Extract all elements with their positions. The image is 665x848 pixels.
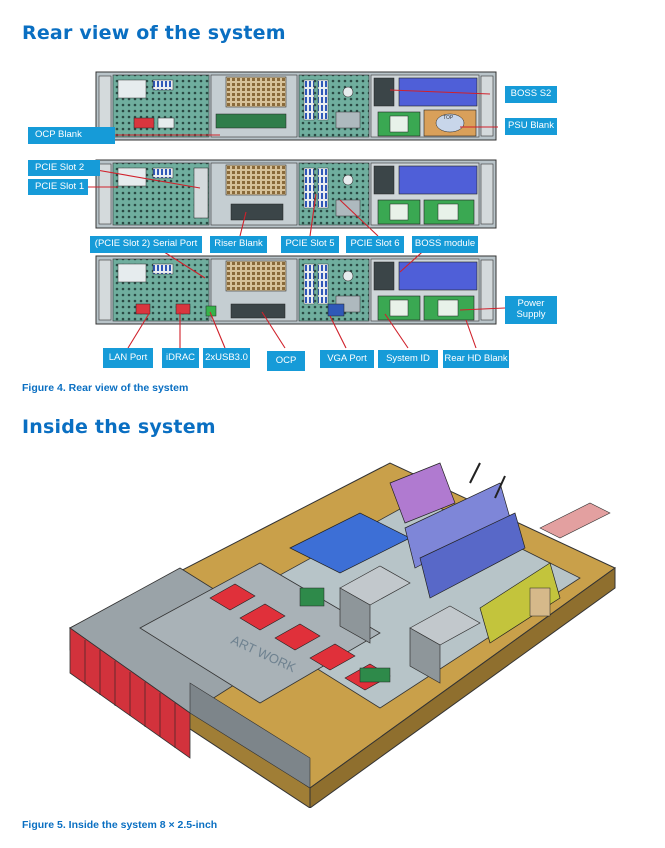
label-psu-blank: PSU Blank [505,118,557,135]
label-lan-port: LAN Port [103,348,153,368]
label-ocp: OCP [267,351,305,371]
label-boss-module: BOSS module [412,236,478,253]
top-marking: TOP [443,115,454,121]
figure-5-caption: Figure 5. Inside the system 8 × 2.5-inch [22,819,218,831]
rear-view-heading: Rear view of the system [22,22,286,44]
inside-system-illustration: ART WORK [69,462,616,808]
figure-4-caption: Figure 4. Rear view of the system [22,382,189,394]
rear-view-diagram: TOP [84,71,506,349]
label-pcie-slot-6: PCIE Slot 6 [346,236,404,253]
label-system-id: System ID [378,350,438,368]
label-boss-s2: BOSS S2 [505,86,557,103]
inside-system-heading: Inside the system [22,416,216,438]
label-riser-blank: Riser Blank [210,236,267,253]
label-pcie-slot-2: PCIE Slot 2 [28,160,100,176]
label-serial-port: (PCIE Slot 2) Serial Port [90,236,202,253]
label-power-supply: Power Supply [505,296,557,324]
label-vga-port: VGA Port [320,350,374,368]
label-ocp-blank: OCP Blank [28,127,115,144]
label-idrac: iDRAC [162,348,199,368]
label-rear-hd-blank: Rear HD Blank [443,350,509,368]
label-pcie-slot-5: PCIE Slot 5 [281,236,339,253]
callout-leaders [84,89,506,349]
label-usb: 2xUSB3.0 [203,348,250,368]
label-pcie-slot-1: PCIE Slot 1 [28,179,88,195]
